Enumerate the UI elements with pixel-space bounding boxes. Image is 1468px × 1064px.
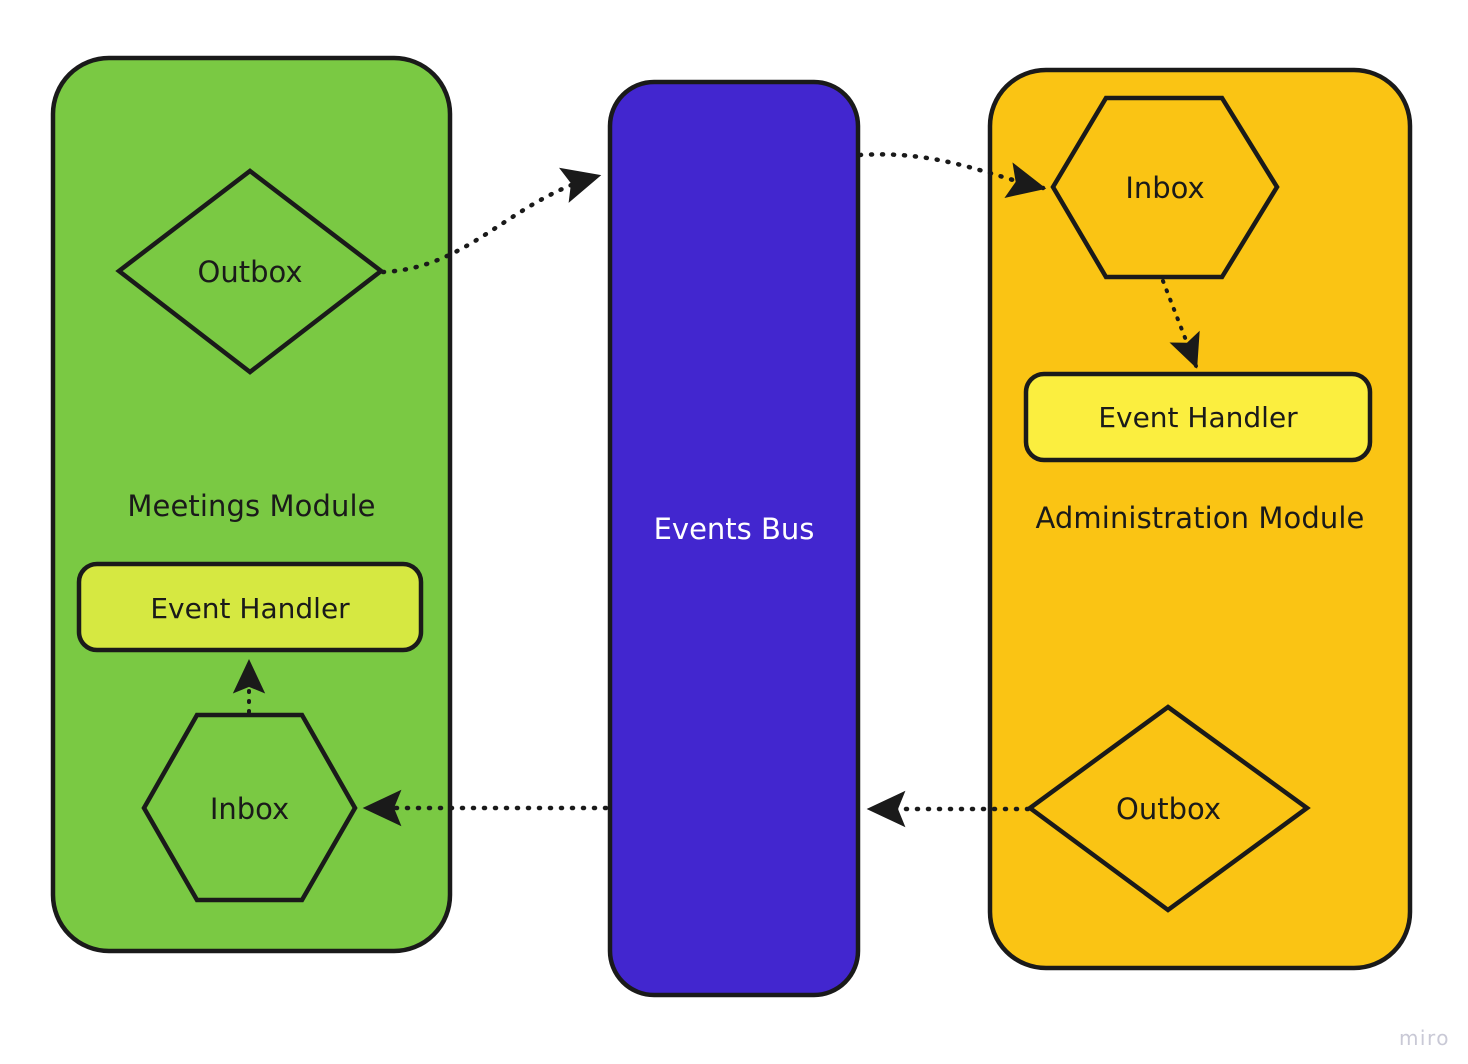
administration-event-handler-shape[interactable] [1023, 371, 1373, 463]
connector-meetings-outbox-to-bus [380, 167, 602, 275]
administration-module-body[interactable] [987, 67, 1413, 971]
administration-module[interactable] [987, 67, 1413, 971]
miro-watermark: miro [1398, 1026, 1450, 1050]
meetings-inbox-shape[interactable] [141, 712, 358, 903]
meetings-event-handler-shape[interactable] [76, 561, 424, 653]
connector-bus-to-administration-inbox [857, 152, 1047, 198]
administration-inbox-shape[interactable] [1050, 95, 1280, 280]
administration-outbox-shape[interactable] [1026, 704, 1311, 913]
events-bus-body[interactable] [607, 79, 861, 998]
events-bus[interactable] [607, 79, 861, 998]
meetings-module[interactable] [50, 55, 453, 954]
meetings-outbox-shape[interactable] [115, 168, 385, 375]
